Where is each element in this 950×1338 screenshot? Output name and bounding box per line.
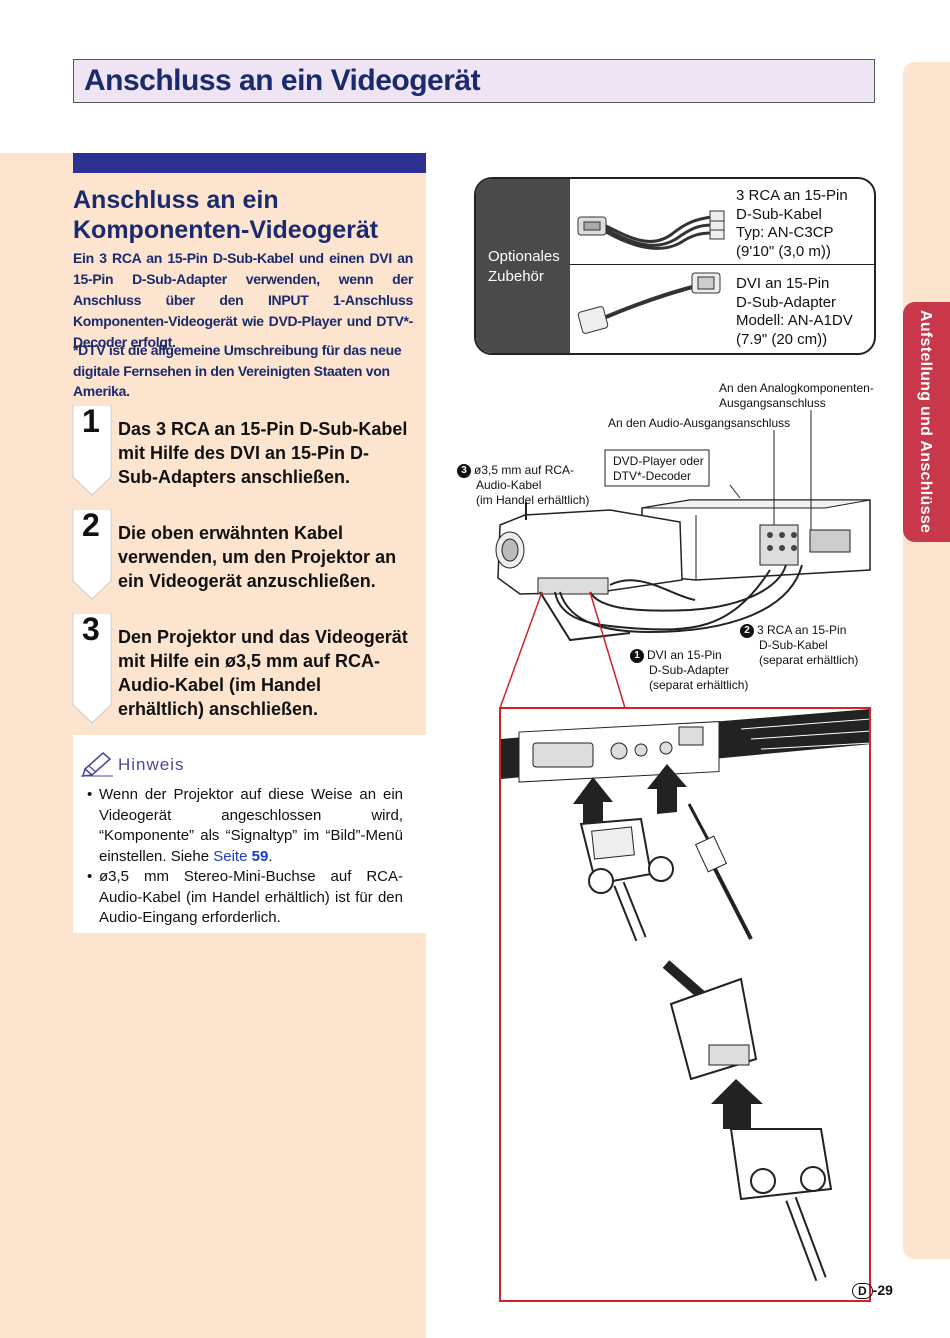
callout-2-line: 3 RCA an 15-Pin <box>757 623 847 637</box>
callout-number: 3 <box>457 464 471 478</box>
section-intro: Ein 3 RCA an 15-Pin D-Sub-Kabel und eine… <box>73 250 413 350</box>
analog-output-label: An den Analogkomponenten- Ausgangsanschl… <box>719 381 874 411</box>
acc-label-2: Zubehör <box>488 268 544 285</box>
hint-title: Hinweis <box>118 755 185 774</box>
hint-item: Wenn der Projektor auf diese Weise an ei… <box>87 785 403 867</box>
page-number: D-29 <box>852 1282 893 1299</box>
step-3: 3 Den Projektor und das Videogerät mit H… <box>70 611 426 724</box>
device-label-box <box>604 449 710 487</box>
section-title-line1: Anschluss an ein <box>73 186 279 214</box>
callout-number: 1 <box>630 649 644 663</box>
side-tab-background <box>903 62 950 1259</box>
step-tab-shape <box>72 613 112 724</box>
step-text: Die oben erwähnten Kabel verwenden, um d… <box>118 523 397 591</box>
callout-1-line: (separat erhältlich) <box>649 678 749 692</box>
dvi-adapter-image <box>577 272 721 334</box>
acc1-line: 3 RCA an 15-Pin <box>736 187 848 204</box>
callout-1-line: DVI an 15-Pin <box>647 648 722 662</box>
rca-cable-image <box>577 210 725 250</box>
pencil-icon <box>81 751 113 777</box>
acc2-line: DVI an 15-Pin <box>736 275 830 292</box>
step-text: Das 3 RCA an 15-Pin D-Sub-Kabel mit Hilf… <box>118 419 408 487</box>
device-label-line: DVD-Player oder <box>613 454 704 468</box>
detail-illustration <box>501 709 869 1282</box>
callout-3-line: ø3,5 mm auf RCA- <box>474 463 575 477</box>
chapter-tab[interactable]: Aufstellung und Anschlüsse <box>903 302 950 542</box>
hint-item-end: . <box>268 847 273 865</box>
acc2-line: D-Sub-Adapter <box>736 293 837 311</box>
step-text: Den Projektor und das Videogerät mit Hil… <box>118 627 408 719</box>
callout-2-line: D-Sub-Kabel <box>759 638 828 652</box>
hint-item-text: Wenn der Projektor auf diese Weise an ei… <box>99 786 403 865</box>
accessory-1-text: 3 RCA an 15-Pin D-Sub-Kabel Typ: AN-C3CP… <box>736 187 874 261</box>
analog-output-line: An den Analogkomponenten- <box>719 381 874 395</box>
page-letter: D <box>852 1283 873 1299</box>
connection-diagram <box>495 410 871 709</box>
section-title: Anschluss an ein Komponenten-Videogerät <box>73 185 413 245</box>
callout-number: 2 <box>740 624 754 638</box>
acc1-line: (9'10" (3,0 m)) <box>736 242 831 260</box>
device-label: DVD-Player oder DTV*-Decoder <box>613 454 704 484</box>
analog-output-line: Ausgangsanschluss <box>719 396 826 410</box>
step-2: 2 Die oben erwähnten Kabel verwenden, um… <box>70 507 426 600</box>
projector-input-panel <box>537 577 609 595</box>
projector-body <box>497 509 683 595</box>
dvd-output-panel <box>759 524 799 566</box>
audio-output-label: An den Audio-Ausgangsanschluss <box>608 416 791 430</box>
audio-cable-line <box>609 579 696 601</box>
hint-box: Hinweis Wenn der Projektor auf diese Wei… <box>73 735 426 933</box>
step-number: 2 <box>82 507 100 543</box>
callout-1-line: D-Sub-Adapter <box>649 663 730 677</box>
detail-zoom-box <box>499 707 871 1302</box>
callout-2-line: (separat erhältlich) <box>759 653 859 667</box>
adapter-cable-line <box>539 591 631 642</box>
page-link-word: Seite <box>213 847 248 865</box>
step-number: 3 <box>82 611 100 647</box>
dtv-footnote: *DTV ist die allgemeine Umschreibung für… <box>73 342 402 399</box>
step-number: 1 <box>82 403 100 439</box>
hint-list: Wenn der Projektor auf diese Weise an ei… <box>87 785 403 929</box>
acc1-line: D-Sub-Kabel <box>736 205 822 223</box>
chapter-tab-label: Aufstellung und Anschlüsse <box>917 310 934 534</box>
acc-label-1: Optionales <box>488 248 560 265</box>
callout-3-line: (im Handel erhältlich) <box>476 493 590 507</box>
device-label-line: DTV*-Decoder <box>613 469 692 483</box>
callout-3-line: Audio-Kabel <box>476 478 542 492</box>
step-1: 1 Das 3 RCA an 15-Pin D-Sub-Kabel mit Hi… <box>70 403 426 496</box>
step-tab-shape <box>72 509 112 600</box>
rca-cable-line <box>554 569 771 631</box>
page-title: Anschluss an ein Videogerät <box>84 64 481 97</box>
section-bar <box>73 153 426 173</box>
page-link-num: 59 <box>251 847 269 865</box>
hint-item: ø3,5 mm Stereo-Mini-Buchse auf RCA-Audio… <box>87 867 403 929</box>
acc2-line: Modell: AN-A1DV <box>736 312 853 329</box>
acc2-line: (7.9" (20 cm)) <box>736 330 828 348</box>
page-link[interactable]: Seite 59 <box>213 848 268 865</box>
accessory-2-text: DVI an 15-Pin D-Sub-Adapter Modell: AN-A… <box>736 275 874 349</box>
page-num: -29 <box>872 1282 893 1298</box>
page-title-box: Anschluss an ein Videogerät <box>73 59 875 103</box>
step-tab-shape <box>72 405 112 496</box>
section-title-line2: Komponenten-Videogerät <box>73 216 379 244</box>
accessories-divider <box>570 264 874 265</box>
acc1-line: Typ: AN-C3CP <box>736 224 834 241</box>
